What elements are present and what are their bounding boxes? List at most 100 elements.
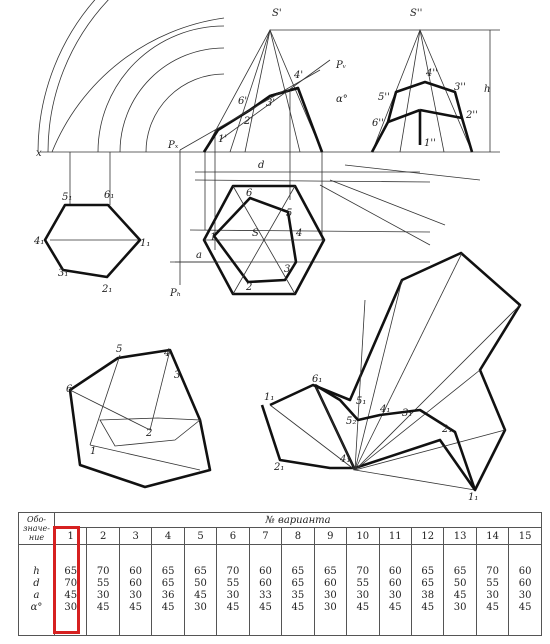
variant-number: 3	[118, 527, 153, 545]
svg-text:S'': S''	[410, 8, 422, 19]
svg-text:5₁: 5₁	[62, 192, 72, 203]
value-cell: 60	[259, 578, 272, 589]
front-view	[179, 29, 331, 153]
svg-text:4': 4'	[293, 70, 303, 81]
svg-text:Pₕ: Pₕ	[169, 288, 181, 299]
value-cell: 60	[259, 566, 272, 577]
svg-text:4: 4	[295, 228, 302, 239]
value-cell: 45	[259, 602, 272, 613]
svg-text:5: 5	[116, 344, 122, 355]
svg-text:6₁: 6₁	[312, 374, 322, 385]
svg-text:1₁: 1₁	[468, 492, 478, 503]
value-cell: 30	[388, 590, 402, 601]
designation-header: Обо- значе- ние	[18, 512, 55, 545]
value-cell: 70	[64, 578, 78, 589]
value-cell: 45	[129, 602, 142, 613]
value-cell: 36	[161, 590, 175, 601]
value-cell: 70	[226, 566, 240, 577]
svg-text:2'': 2''	[465, 110, 478, 121]
value-cell: 55	[356, 578, 370, 589]
value-cell: 30	[96, 590, 110, 601]
value-cell: 65	[421, 566, 435, 577]
value-cell: 30	[64, 602, 78, 613]
svg-text:3₁: 3₁	[402, 408, 412, 419]
value-cell: 65	[161, 578, 175, 589]
value-cell: 70	[486, 566, 499, 577]
svg-text:3₁: 3₁	[58, 268, 68, 279]
svg-text:4₁: 4₁	[379, 404, 390, 415]
param-name: h	[33, 566, 40, 577]
variant-number: 15	[508, 527, 542, 545]
svg-text:S: S	[252, 228, 259, 239]
svg-text:2: 2	[245, 282, 252, 293]
svg-text:1'': 1''	[424, 138, 436, 149]
value-cell: 60	[518, 566, 532, 577]
svg-text:S': S'	[272, 8, 282, 19]
value-cell: 45	[96, 602, 110, 613]
svg-text:1₁: 1₁	[264, 392, 274, 403]
svg-text:2₁: 2₁	[273, 462, 284, 473]
variant-number: 5	[183, 527, 218, 545]
variant-number: 13	[443, 527, 477, 545]
top-view	[170, 184, 326, 296]
isometric-view	[68, 348, 212, 489]
value-cell: 38	[421, 590, 435, 601]
value-cell: 50	[453, 578, 467, 589]
variant-number: 7	[248, 527, 283, 545]
svg-text:2: 2	[145, 428, 152, 439]
svg-text:3': 3'	[266, 98, 275, 109]
value-cell: 70	[96, 566, 110, 577]
svg-text:1₁: 1₁	[140, 238, 150, 249]
param-name: d	[33, 578, 40, 589]
value-cell: 65	[421, 578, 435, 589]
value-cell: 30	[194, 602, 207, 613]
drawing-labels: S' S'' Pᵥ Pₓ Pₕ x h d a α° S 2' 3' 4' 6'…	[33, 8, 490, 503]
value-cell: 60	[129, 566, 142, 577]
value-cell: 33	[259, 590, 272, 601]
svg-text:3: 3	[284, 264, 290, 275]
variant-number: 2	[86, 527, 120, 545]
value-cell: 45	[194, 590, 207, 601]
value-cell: 45	[518, 602, 532, 613]
svg-text:5₂: 5₂	[346, 416, 356, 427]
svg-text:4'': 4''	[425, 68, 438, 79]
svg-text:4: 4	[163, 348, 170, 359]
value-cell: 60	[129, 578, 142, 589]
value-cell: 35	[291, 590, 305, 601]
value-cell: 45	[388, 602, 402, 613]
technical-drawing: S' S'' Pᵥ Pₓ Pₕ x h d a α° S 2' 3' 4' 6'…	[33, 0, 522, 503]
value-cell: 55	[96, 578, 110, 589]
svg-text:6₁: 6₁	[104, 190, 114, 201]
value-cell: 65	[64, 566, 78, 577]
svg-text:3'': 3''	[454, 82, 466, 93]
svg-text:6'': 6''	[372, 118, 384, 129]
value-cell: 30	[226, 590, 240, 601]
value-cell: 45	[161, 602, 175, 613]
value-cell: 65	[291, 566, 305, 577]
value-cell: 45	[421, 602, 435, 613]
svg-text:6: 6	[66, 384, 73, 395]
svg-text:3: 3	[174, 370, 180, 381]
svg-text:α°: α°	[336, 94, 348, 105]
param-name: a	[33, 590, 40, 601]
value-cell: 60	[323, 578, 337, 589]
value-cell: 45	[291, 602, 305, 613]
value-cell: 30	[486, 590, 499, 601]
svg-text:1: 1	[90, 446, 96, 457]
svg-text:1': 1'	[218, 134, 227, 145]
variant-group-header: № варианта	[54, 512, 542, 528]
value-cell: 65	[194, 566, 207, 577]
